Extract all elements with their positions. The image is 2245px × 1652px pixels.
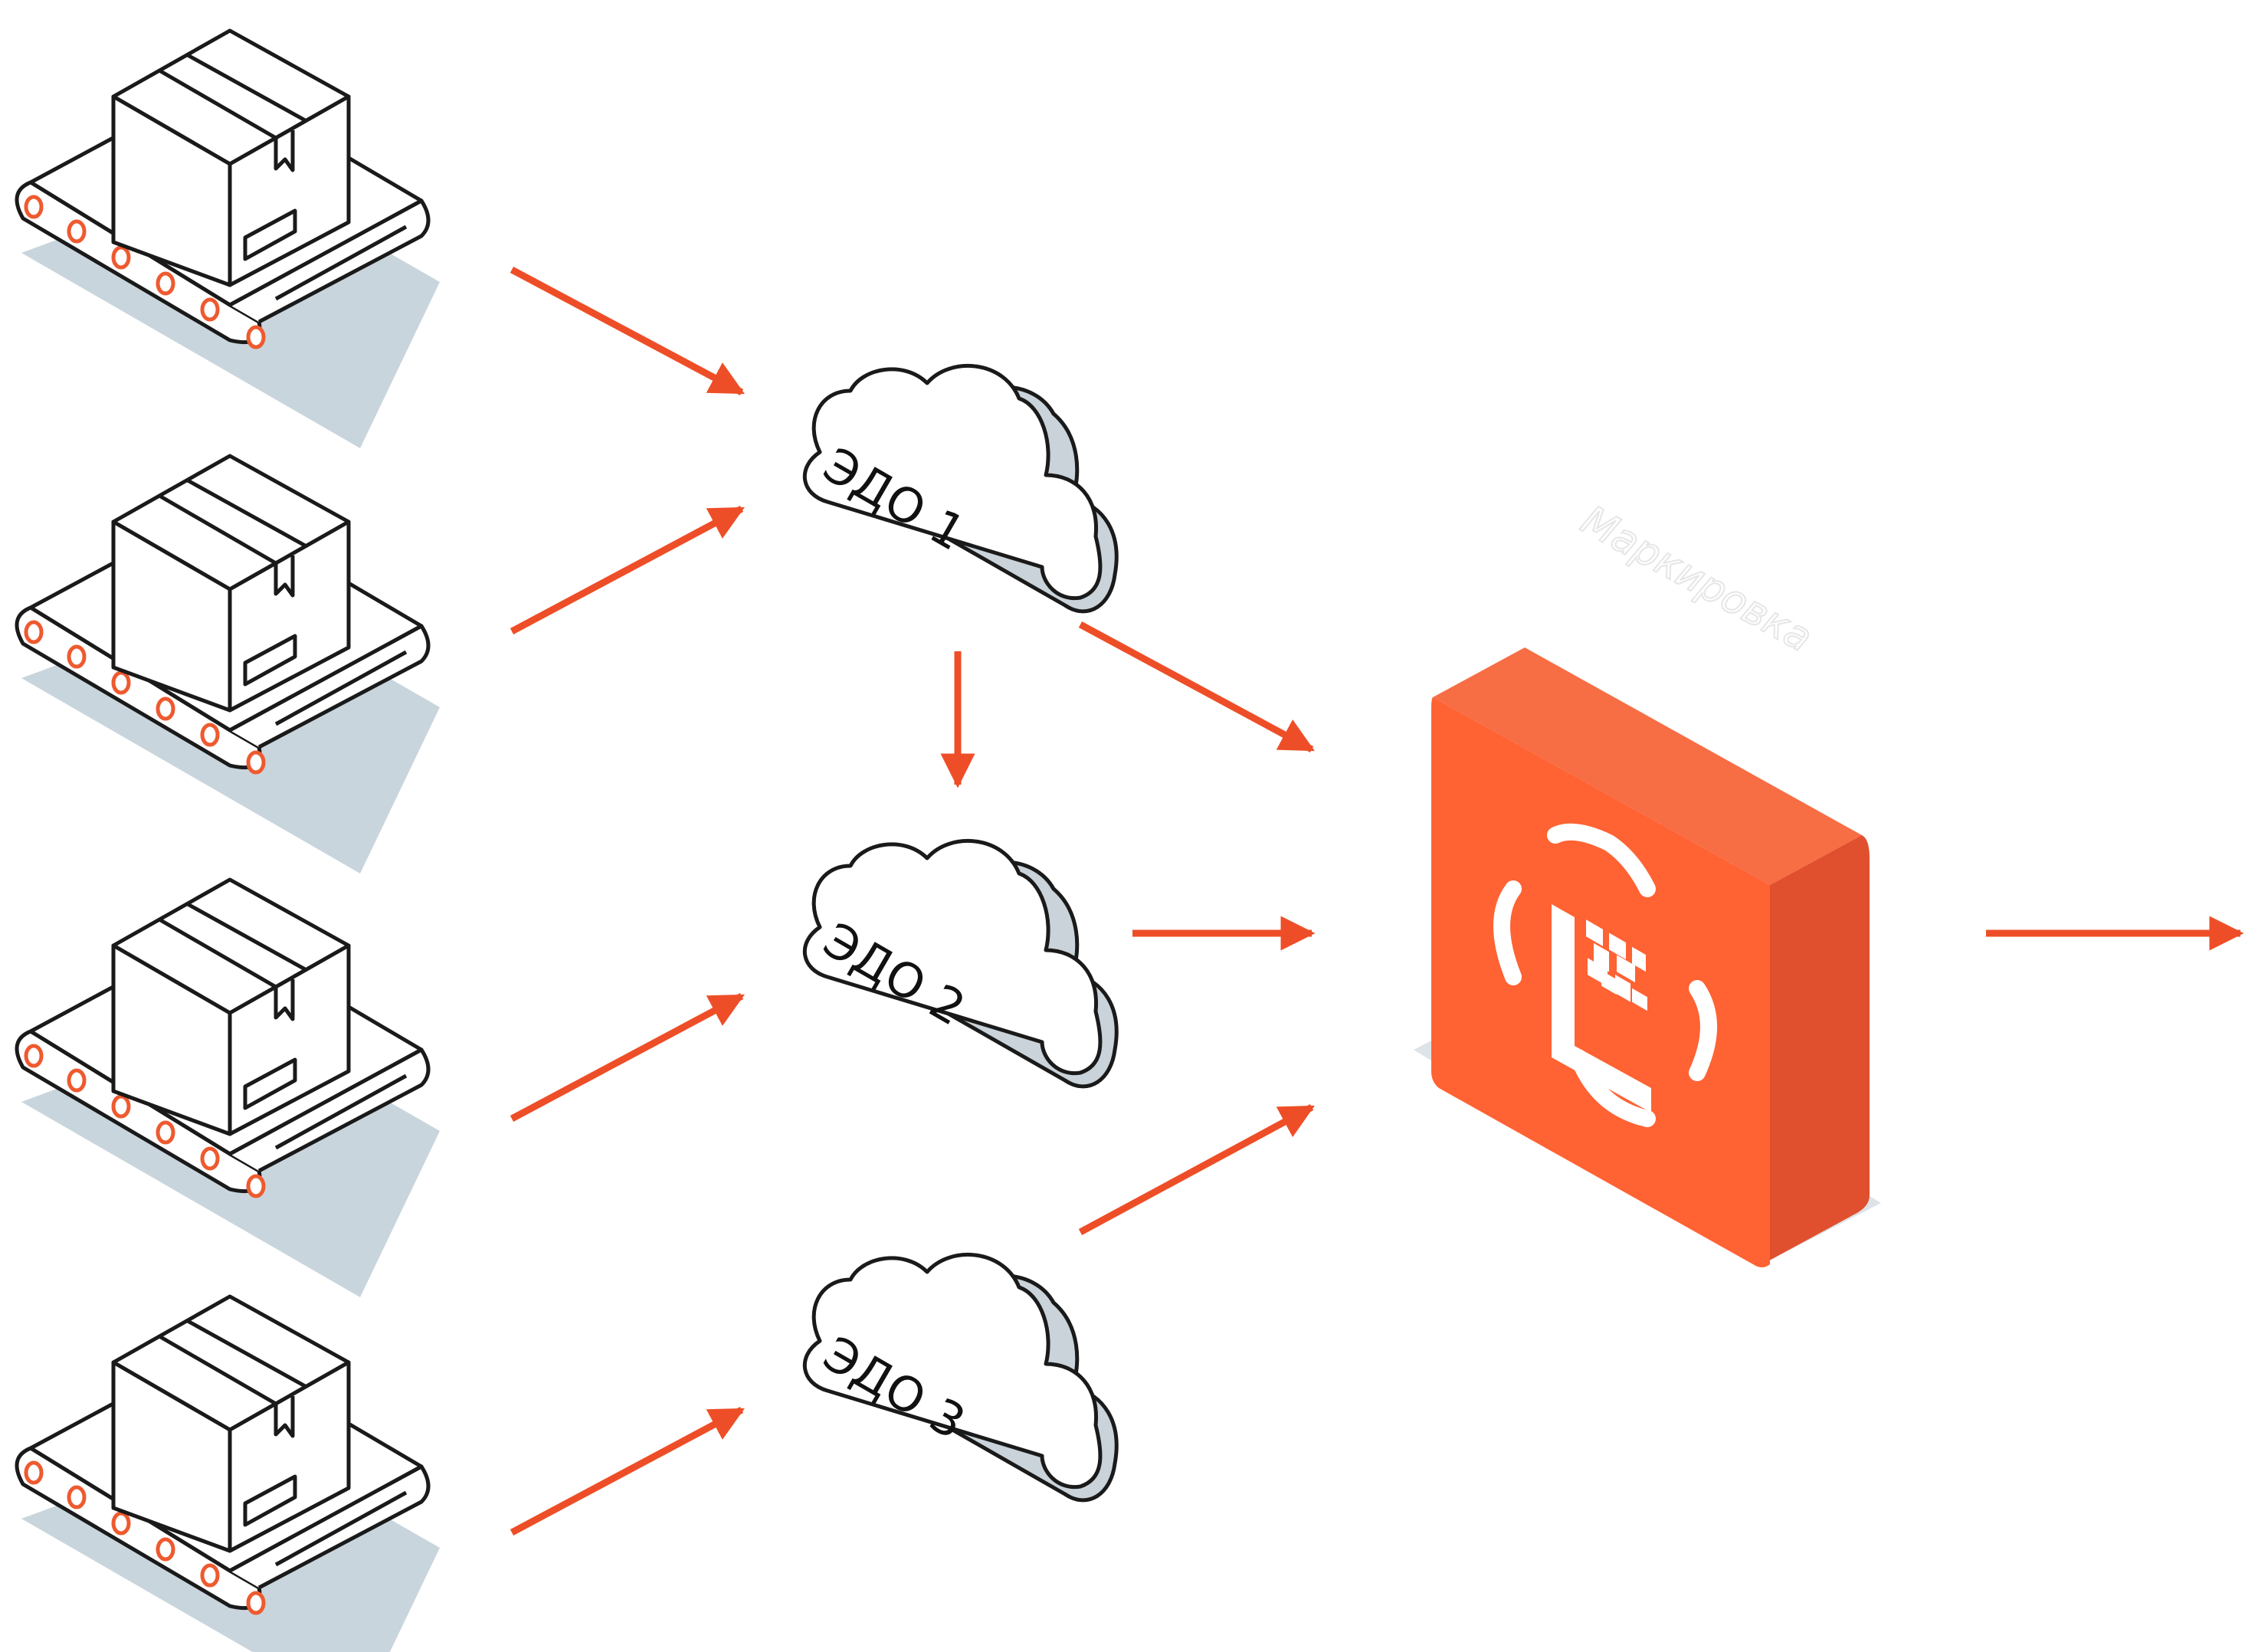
scanner-logo-text: Маркировка (1574, 497, 1820, 661)
edo-1-cloud-icon: ЭДО 1 (805, 365, 1116, 611)
arrow-edo3-to-scanner (1078, 1104, 1315, 1235)
arrow-conveyor3-to-edo2 (510, 993, 745, 1122)
conveyor-box-1-icon (17, 31, 440, 448)
edo-3-cloud-icon: ЭДО 3 (805, 1254, 1116, 1500)
arrow-conveyor4-to-edo3 (510, 1407, 745, 1536)
conveyor-box-3-icon (17, 880, 440, 1297)
arrow-conveyor2-to-edo1 (510, 506, 745, 634)
arrow-edo1-to-scanner (1078, 621, 1315, 752)
edo-2-cloud-icon: ЭДО 2 (805, 841, 1116, 1086)
arrow-conveyor1-to-edo1 (510, 267, 745, 395)
conveyor-box-4-icon (17, 1296, 440, 1652)
datamatrix-scanner-icon: Маркировка (1414, 497, 1881, 1267)
conveyor-box-2-icon (17, 456, 440, 874)
